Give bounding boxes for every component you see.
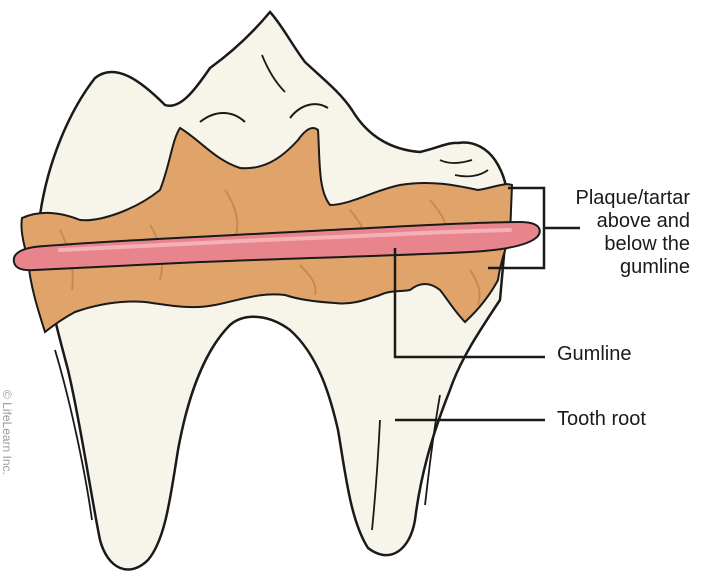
tooth-root-label: Tooth root [557,408,646,431]
gumline-label: Gumline [557,343,631,366]
plaque-tartar-label: Plaque/tartar above and below the gumlin… [540,187,690,279]
plaque-label-line-1: Plaque/tartar [540,187,690,210]
plaque-label-line-2: above and [540,210,690,233]
copyright-watermark: © LifeLearn Inc. [0,390,14,475]
plaque-label-line-3: below the [540,233,690,256]
plaque-label-line-4: gumline [540,256,690,279]
